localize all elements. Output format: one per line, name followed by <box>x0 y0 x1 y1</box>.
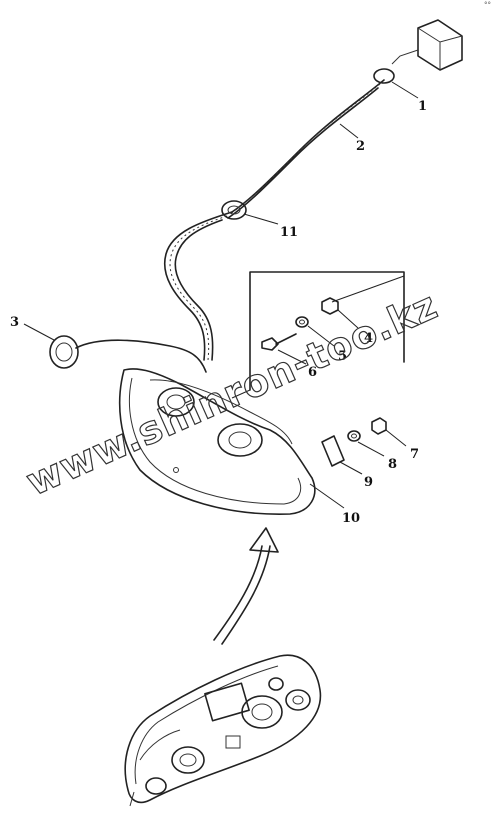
callout-1: 1 <box>418 99 427 114</box>
callout-11: 11 <box>280 225 298 240</box>
harness-clip <box>373 68 419 99</box>
callout-9: 9 <box>364 475 373 490</box>
washer-part-8 <box>347 430 385 457</box>
assembly-arrow <box>213 527 279 645</box>
fastener-detail-box <box>231 271 405 399</box>
callout-10: 10 <box>342 511 360 526</box>
headlamp-assembly <box>118 368 345 515</box>
callout-8: 8 <box>388 457 397 472</box>
bracket-plate-part-9 <box>321 435 363 475</box>
corner-mark: °° <box>484 1 491 9</box>
nut-part-7 <box>371 417 407 447</box>
wiring-harness <box>163 79 385 361</box>
side-lamp <box>23 323 207 373</box>
watermark-text: www.shinron-too.kz <box>20 283 444 504</box>
connector-block <box>391 19 463 71</box>
callout-3: 3 <box>10 315 19 330</box>
callout-2: 2 <box>356 139 365 154</box>
washer-part-5 <box>295 316 335 347</box>
callout-5: 5 <box>338 349 347 364</box>
harness-grommet <box>221 200 279 225</box>
callout-7: 7 <box>410 447 419 462</box>
callout-4: 4 <box>364 331 373 346</box>
callout-6: 6 <box>308 365 317 380</box>
bolt-part-6 <box>261 333 307 365</box>
headlamp-rear-view <box>124 654 322 807</box>
nut-part-4 <box>321 297 359 329</box>
